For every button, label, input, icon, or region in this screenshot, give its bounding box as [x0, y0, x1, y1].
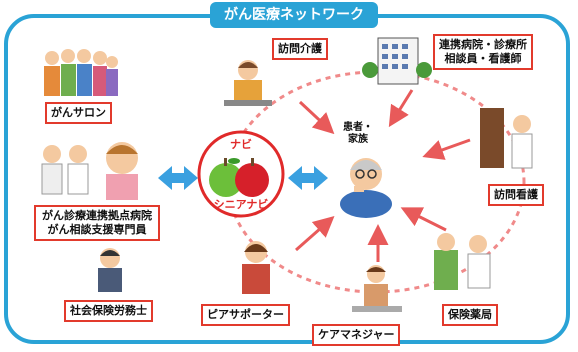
center-line1: 患者・: [343, 122, 373, 133]
arrow-from-renkei: [388, 89, 414, 128]
salon-group-figure: [44, 49, 118, 96]
renkei-line2: 相談員・看護師: [444, 52, 522, 65]
gan-salon-label: がんサロン: [45, 102, 112, 124]
pharmacy-label: 保険薬局: [442, 304, 498, 326]
navi-bottom-text: シニアナビ: [213, 198, 269, 211]
peer-label: ピアサポーター: [201, 304, 290, 326]
care-manager-figure: [352, 265, 402, 312]
blue-arrow-left: [158, 166, 198, 190]
renkei-line1: 連携病院・診療所: [439, 38, 527, 51]
navi-top-text: ナビ: [230, 138, 252, 151]
arrow-from-peer: [295, 216, 335, 252]
hospital-staff-figure: [41, 142, 138, 200]
blue-arrow-right: [288, 166, 328, 190]
hospital-label: がん診療連携拠点病院 がん相談支援専門員: [34, 205, 160, 241]
hospital-line1: がん診療連携拠点病院: [42, 209, 152, 222]
houmon-kaigo-label: 訪問介護: [272, 38, 328, 60]
sharoushi-figure: [98, 248, 122, 292]
arrow-from-houmon-kaigo: [298, 100, 335, 135]
pharmacy-figure: [434, 233, 491, 290]
care-manager-label: ケアマネジャー: [312, 324, 401, 346]
renkei-building-figure: [362, 37, 432, 85]
hospital-line2: がん相談支援専門員: [47, 223, 147, 236]
renkei-label: 連携病院・診療所 相談員・看護師: [433, 34, 533, 70]
patient-family-label: 患者・ 家族: [343, 122, 373, 146]
senior-navi-logo: ナビ シニアナビ: [196, 128, 286, 220]
houmon-kaigo-figure: [224, 60, 272, 106]
peer-figure: [242, 241, 270, 294]
arrow-from-houmon-kango: [422, 138, 471, 160]
houmon-kango-figure: [480, 108, 533, 169]
patient-family-figure: [340, 158, 392, 218]
page-title: がん医療ネットワーク: [210, 2, 378, 28]
center-line2: 家族: [348, 134, 368, 145]
sharoushi-label: 社会保険労務士: [64, 300, 153, 322]
houmon-kango-label: 訪問看護: [488, 184, 544, 206]
arrow-from-pharmacy: [400, 207, 447, 232]
